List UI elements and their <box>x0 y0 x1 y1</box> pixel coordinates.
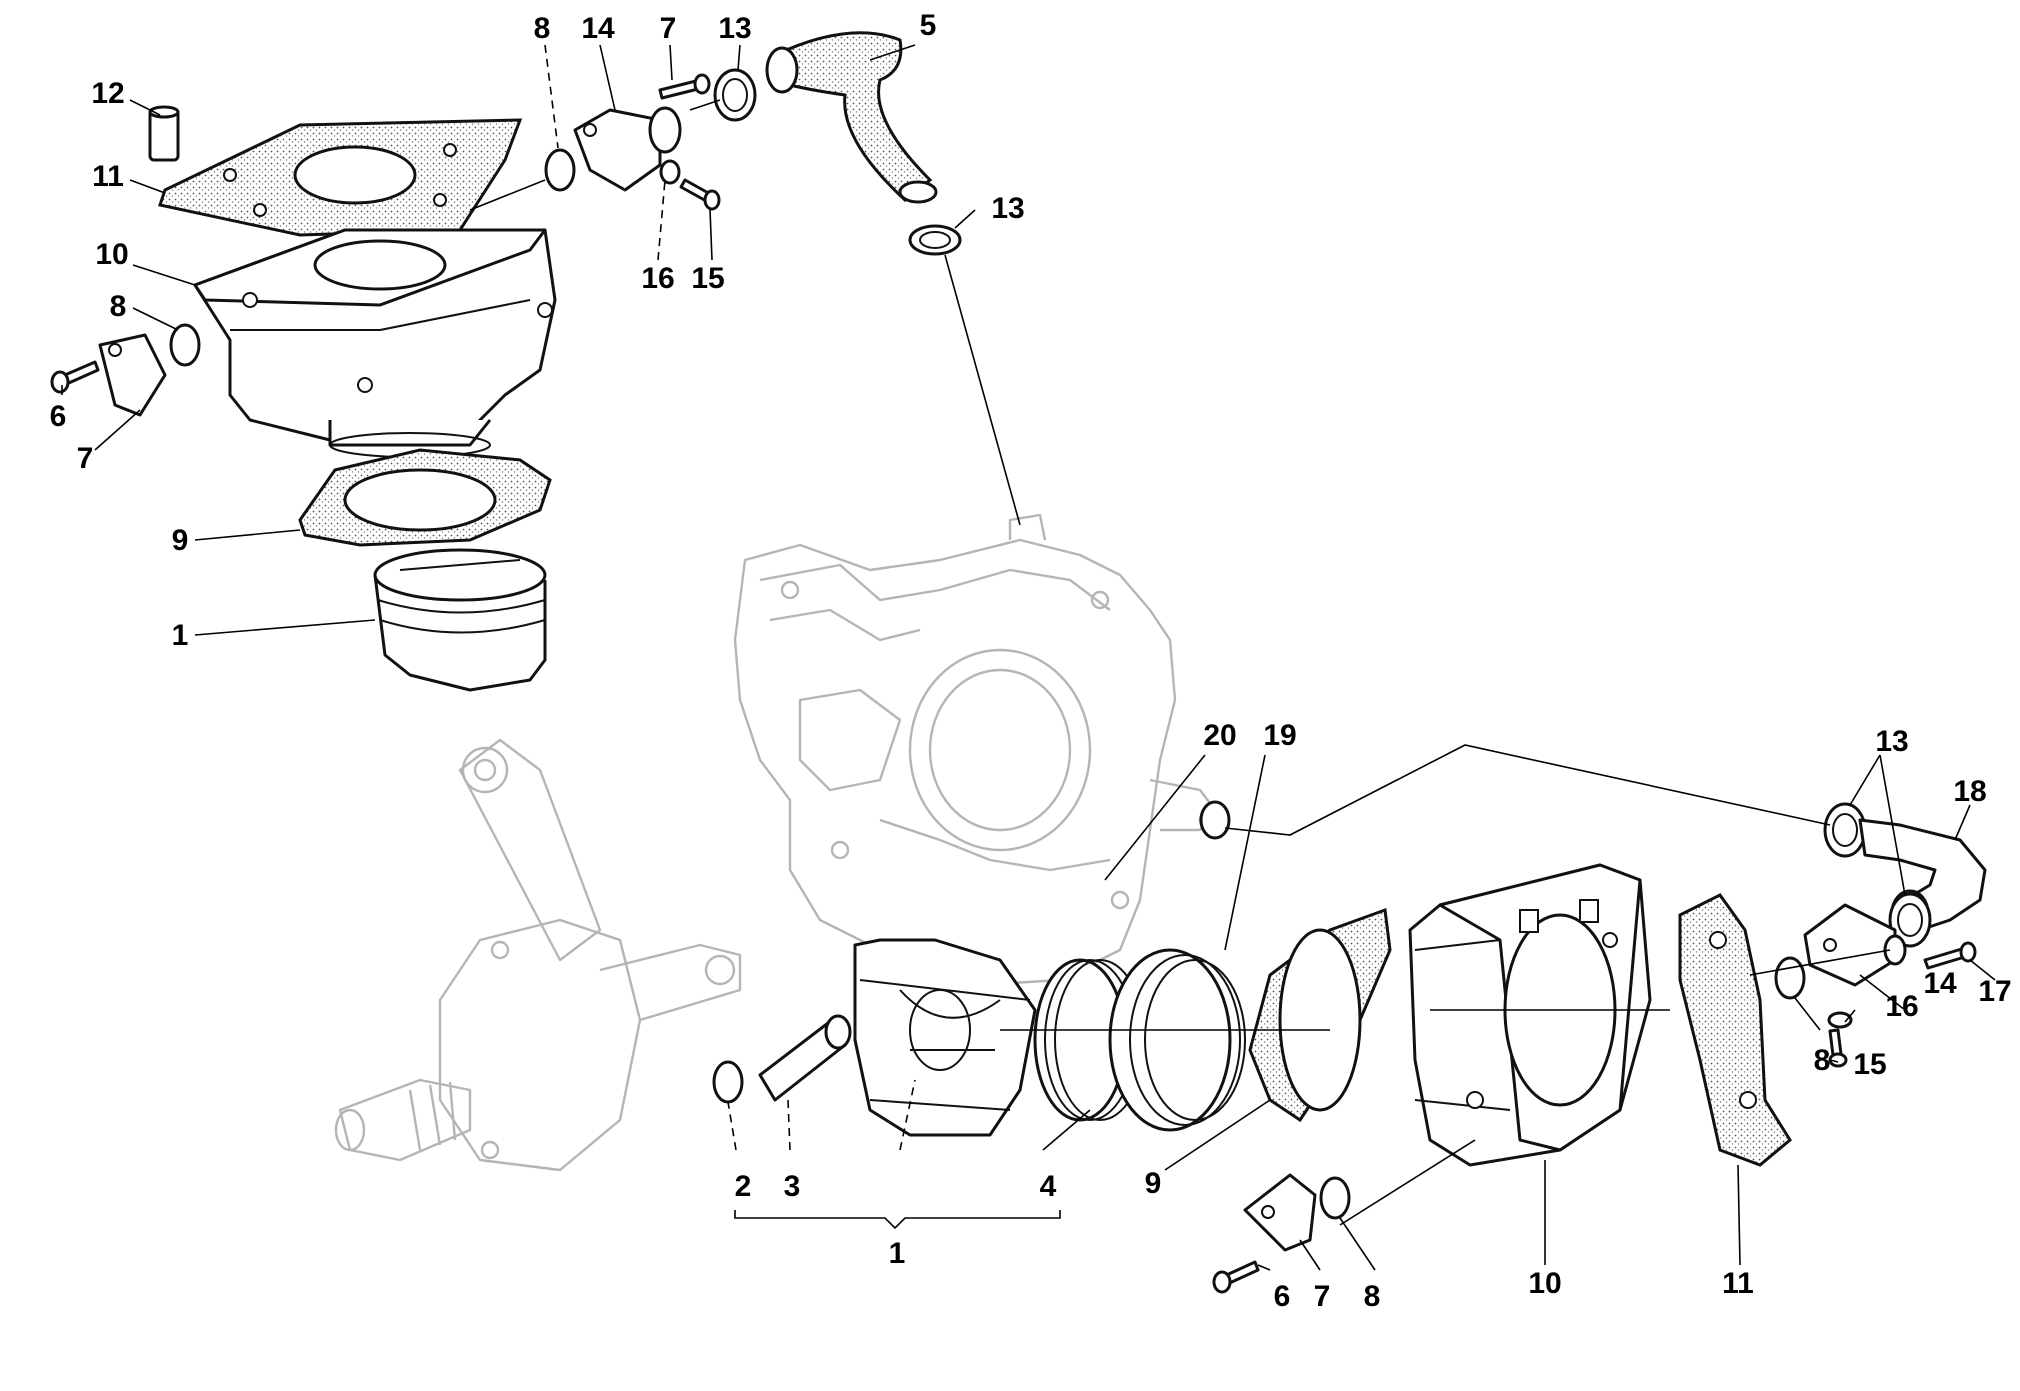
crankcase-fitting-part <box>1199 800 1231 840</box>
leader-lines <box>61 44 1996 1271</box>
callout-19-mid: 19 <box>1263 719 1296 752</box>
callout-14-top: 14 <box>581 12 615 45</box>
callout-6-bottom: 6 <box>1274 1280 1291 1313</box>
o-ring-bottom-part <box>1319 1176 1351 1220</box>
screw-bottom-part <box>1212 1260 1260 1294</box>
coolant-hose-top-part <box>765 31 938 204</box>
front-head-gasket-part <box>1678 893 1792 1167</box>
base-gasket-part <box>298 448 552 547</box>
callout-15-right: 15 <box>1853 1048 1886 1081</box>
head-gasket-part <box>158 118 523 237</box>
water-flange-left-part <box>98 333 167 417</box>
callout-9-bottom: 9 <box>1145 1167 1162 1200</box>
callout-10-top: 10 <box>95 238 128 271</box>
crankcase-ghost <box>733 513 1222 987</box>
callout-12-top: 12 <box>91 77 124 110</box>
callout-5-top: 5 <box>920 9 937 42</box>
callout-20-mid: 20 <box>1203 719 1236 752</box>
callout-3-mid: 3 <box>784 1170 801 1203</box>
callout-6-top: 6 <box>50 400 67 433</box>
callout-1-top: 1 <box>172 619 189 652</box>
hose-clamp-right-lower-part <box>1888 892 1932 948</box>
piston-pin-part <box>758 1014 852 1102</box>
callout-labels: 12 11 10 8 6 7 9 1 8 14 7 13 5 13 16 15 … <box>50 9 2012 1313</box>
front-cylinder-assembly <box>1199 800 1987 1294</box>
callout-7-bottom: 7 <box>1314 1280 1331 1313</box>
water-flange-bottom-part <box>1243 1173 1317 1252</box>
callout-2-mid: 2 <box>735 1170 752 1203</box>
rear-cylinder-assembly <box>50 31 962 692</box>
callout-10-bottom: 10 <box>1528 1267 1561 1300</box>
callout-18-right: 18 <box>1953 775 1986 808</box>
callout-4-mid: 4 <box>1040 1170 1057 1203</box>
rear-piston-part <box>373 548 547 692</box>
callout-11-bottom: 11 <box>1722 1267 1754 1300</box>
callout-17-right: 17 <box>1978 975 2011 1008</box>
callout-8-right: 8 <box>1814 1044 1831 1077</box>
callout-13-top: 13 <box>718 12 751 45</box>
crankshaft-ghost <box>334 738 742 1172</box>
screw-15-top-part <box>679 178 721 211</box>
callout-8-top-left: 8 <box>110 290 127 323</box>
piston-group-brace <box>734 1210 1061 1230</box>
callout-1-mid: 1 <box>889 1237 906 1270</box>
front-piston-part <box>853 938 1037 1137</box>
callout-8-top: 8 <box>534 12 551 45</box>
rear-cylinder-part <box>193 228 557 458</box>
hose-clamp-lower-part <box>908 224 962 256</box>
compression-rings-part <box>1108 948 1246 1132</box>
outlet-flange-top-part <box>573 106 682 192</box>
dowel-pin-part <box>148 105 180 162</box>
callout-8-bottom: 8 <box>1364 1280 1381 1313</box>
callout-11-top: 11 <box>92 160 124 193</box>
circlip-part <box>712 1060 744 1104</box>
callout-7-top: 7 <box>660 12 677 45</box>
screw-left-part <box>50 360 100 394</box>
callout-9-top: 9 <box>172 524 189 557</box>
front-cylinder-part <box>1408 863 1652 1167</box>
callout-13-right: 13 <box>1875 725 1908 758</box>
hose-clamp-top-part <box>713 68 757 122</box>
front-base-gasket-part <box>1248 907 1392 1123</box>
washer-top-part <box>659 159 681 185</box>
callout-7-top-left: 7 <box>77 442 94 475</box>
screw-top-part <box>658 73 711 100</box>
callout-15-top: 15 <box>691 262 724 295</box>
callout-13-hose: 13 <box>991 192 1024 225</box>
callout-16-top: 16 <box>641 262 674 295</box>
screw-17-right-part <box>1923 941 1977 970</box>
callout-16-right: 16 <box>1885 990 1918 1023</box>
hose-clamp-right-upper-part <box>1823 802 1867 858</box>
o-ring-right-part <box>1774 956 1806 1000</box>
callout-14-right: 14 <box>1923 967 1957 1000</box>
washer-right-part <box>1827 1011 1853 1029</box>
o-ring-left-part <box>169 323 201 367</box>
o-ring-top-part <box>544 148 576 192</box>
